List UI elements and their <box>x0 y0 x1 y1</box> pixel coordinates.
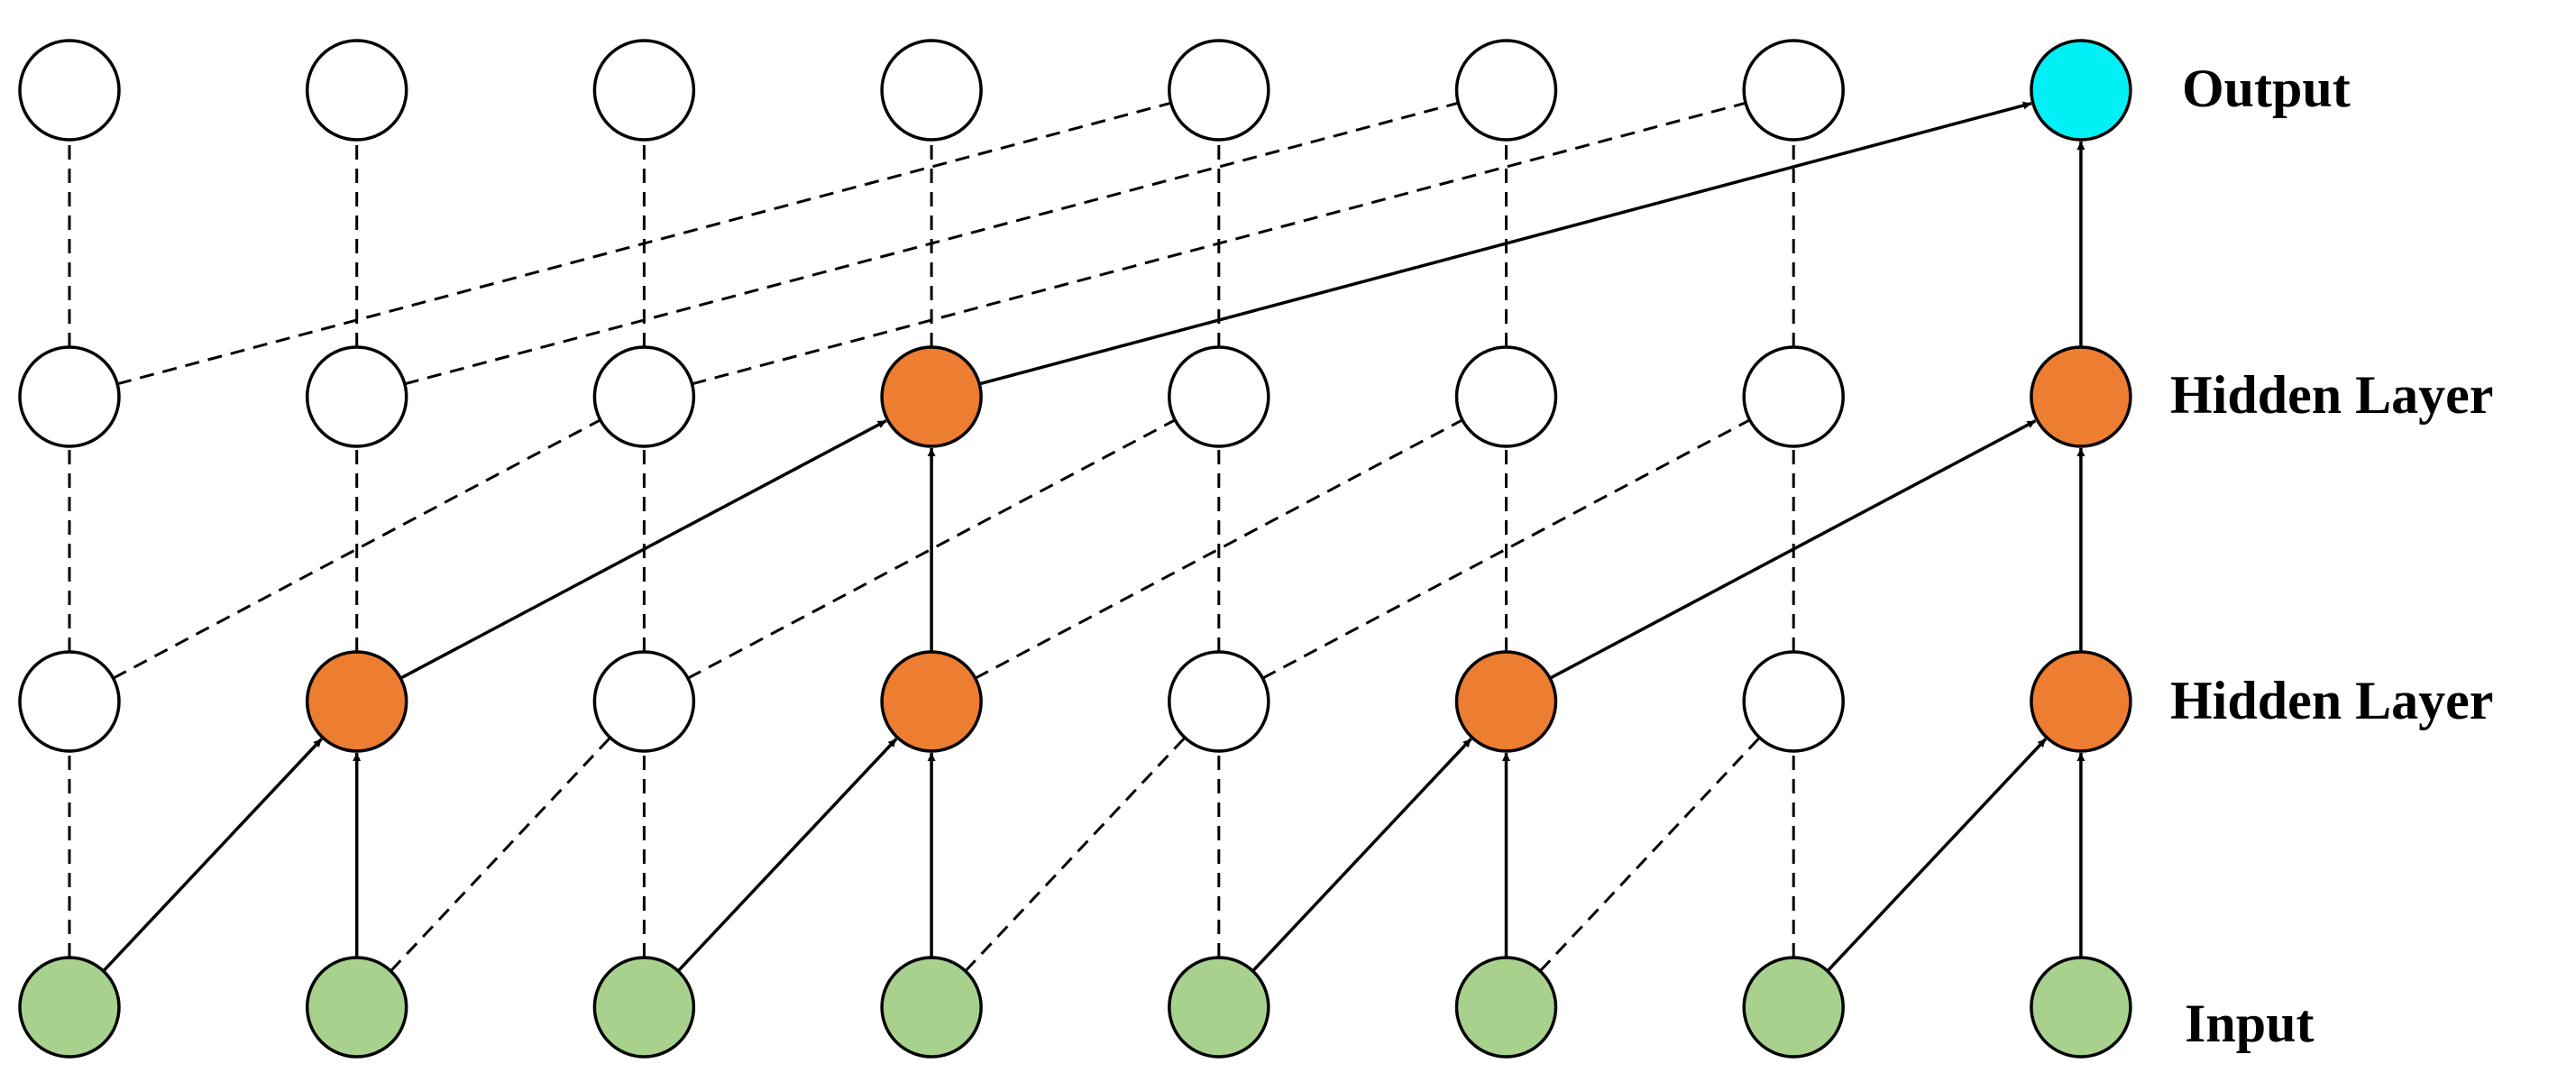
input-label: Input <box>2185 994 2314 1053</box>
active-hidden-layer-1-node <box>880 650 983 753</box>
inactive-output-node <box>592 39 696 142</box>
dashed-connection <box>1261 418 1751 680</box>
inactive-hidden-layer-2-node <box>305 345 408 448</box>
inactive-output-node <box>1168 39 1270 142</box>
dashed-connection <box>964 737 1187 972</box>
inactive-output-node <box>1742 39 1845 142</box>
input-node <box>592 956 696 1059</box>
hidden-layer-1-label: Hidden Layer <box>2170 671 2493 730</box>
dashed-connection <box>112 418 601 680</box>
inactive-hidden-layer-2-node <box>18 345 121 448</box>
inactive-hidden-layer-1-node <box>1168 650 1270 753</box>
dashed-connection <box>404 101 1459 386</box>
network-nodes <box>18 39 2132 1059</box>
dashed-connection <box>116 101 1172 386</box>
dashed-connection <box>687 418 1176 680</box>
active-connection-arrow <box>1251 738 1472 973</box>
inactive-hidden-layer-2-node <box>1742 345 1845 448</box>
active-hidden-layer-1-node <box>305 650 408 753</box>
active-connection-arrow <box>676 738 898 973</box>
inactive-hidden-layer-1-node <box>1742 650 1845 753</box>
inactive-output-node <box>305 39 408 142</box>
dashed-connection <box>1539 737 1761 972</box>
inactive-hidden-layer-1-node <box>592 650 696 753</box>
active-connection-arrow <box>1549 419 2037 680</box>
dashed-connection <box>692 101 1746 386</box>
input-node <box>1454 956 1558 1059</box>
active-hidden-layer-2-node <box>880 345 983 448</box>
inactive-output-node <box>18 39 121 142</box>
inactive-hidden-layer-2-node <box>592 345 696 448</box>
active-connection-arrow <box>978 101 2032 386</box>
output-label: Output <box>2182 59 2351 118</box>
input-node <box>2030 956 2132 1059</box>
input-node <box>880 956 983 1059</box>
active-connection-arrow <box>102 738 323 973</box>
active-connection-arrow <box>399 419 887 680</box>
inactive-hidden-layer-2-node <box>1454 345 1558 448</box>
inactive-hidden-layer-2-node <box>1168 345 1270 448</box>
active-connections <box>102 101 2086 973</box>
dashed-connection <box>974 418 1463 680</box>
inactive-output-node <box>1454 39 1558 142</box>
active-connection-arrow <box>1826 738 2048 973</box>
inactive-hidden-layer-1-node <box>18 650 121 753</box>
input-node <box>1168 956 1270 1059</box>
input-node <box>1742 956 1845 1059</box>
input-node <box>18 956 121 1059</box>
active-hidden-layer-2-node <box>2030 345 2132 448</box>
active-hidden-layer-1-node <box>2030 650 2132 753</box>
inactive-output-node <box>880 39 983 142</box>
active-output-node <box>2030 39 2132 142</box>
active-hidden-layer-1-node <box>1454 650 1558 753</box>
input-node <box>305 956 408 1059</box>
dashed-connection <box>390 737 611 972</box>
hidden-layer-2-label: Hidden Layer <box>2170 365 2493 425</box>
